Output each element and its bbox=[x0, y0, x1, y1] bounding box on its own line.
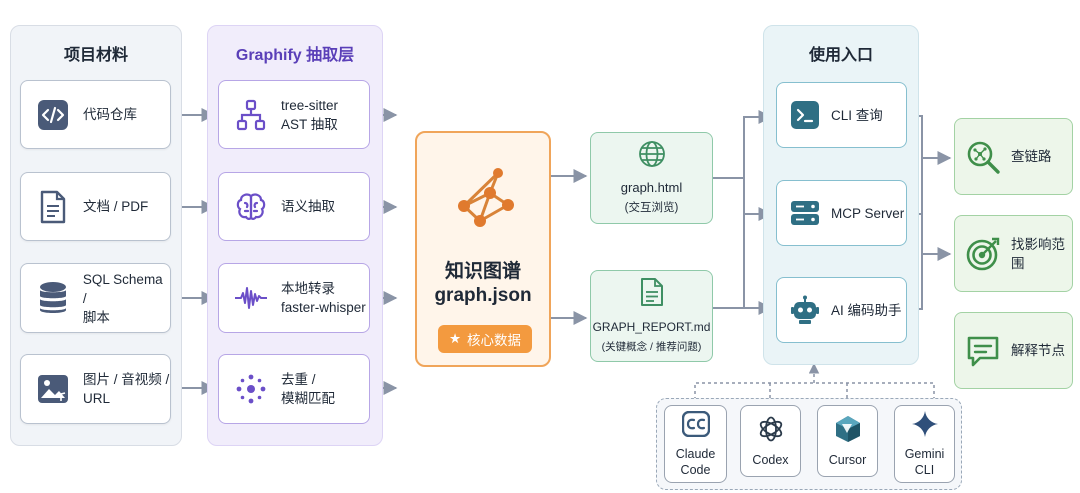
core-filename: graph.json bbox=[434, 285, 532, 306]
terminal-icon bbox=[787, 100, 823, 130]
usage-card-mcp[interactable]: MCP Server bbox=[776, 180, 907, 246]
extract-label-dedupe: 去重 / 模糊匹配 bbox=[281, 372, 335, 406]
extract-label-transcribe: 本地转录 faster-whisper bbox=[281, 281, 366, 315]
output-card-html[interactable]: graph.html (交互浏览) bbox=[590, 132, 713, 224]
extract-card-dedupe[interactable]: 去重 / 模糊匹配 bbox=[218, 354, 370, 424]
usage-card-cli[interactable]: CLI 查询 bbox=[776, 82, 907, 148]
tool-label-claude: Claude Code bbox=[675, 446, 716, 477]
code-icon bbox=[35, 99, 71, 131]
source-label-sql: SQL Schema / 脚本 bbox=[82, 271, 163, 325]
result-card-chain[interactable]: 查链路 bbox=[954, 118, 1073, 195]
server-icon bbox=[787, 198, 823, 228]
source-panel-title: 项目材料 bbox=[63, 47, 128, 64]
knowledge-graph-core[interactable]: 知识图谱 graph.json ★ 核心数据 bbox=[415, 131, 551, 367]
tool-card-codex[interactable]: Codex bbox=[740, 405, 801, 477]
usage-label-mcp: MCP Server bbox=[831, 205, 905, 221]
source-label-media: 图片 / 音视频 / URL bbox=[83, 372, 170, 406]
dashed-tool-bus bbox=[694, 382, 935, 400]
extract-label-ast: tree-sitter AST 抽取 bbox=[281, 97, 339, 132]
arrow-to-impact bbox=[921, 158, 952, 261]
tool-card-claude[interactable]: Claude Code bbox=[664, 405, 727, 483]
usage-card-ai[interactable]: AI 编码助手 bbox=[776, 277, 907, 343]
arrow-html-cli bbox=[712, 110, 773, 179]
usage-label-cli: CLI 查询 bbox=[831, 107, 883, 123]
tool-card-gemini[interactable]: Gemini CLI bbox=[894, 405, 955, 483]
result-label-impact: 找影响范围 bbox=[1011, 236, 1065, 271]
extract-card-transcribe[interactable]: 本地转录 faster-whisper bbox=[218, 263, 370, 333]
core-title: 知识图谱 bbox=[444, 261, 521, 282]
chat-icon bbox=[965, 334, 1001, 368]
core-badge: ★ 核心数据 bbox=[438, 325, 532, 353]
source-card-docs[interactable]: 文档 / PDF bbox=[20, 172, 171, 241]
waveform-icon bbox=[233, 284, 269, 312]
tree-icon bbox=[233, 99, 269, 131]
document-icon bbox=[35, 190, 71, 224]
source-card-code[interactable]: 代码仓库 bbox=[20, 80, 171, 149]
tool-label-gemini: Gemini CLI bbox=[904, 446, 945, 477]
extract-card-semantic[interactable]: 语义抽取 bbox=[218, 172, 370, 241]
globe-icon bbox=[638, 140, 666, 173]
result-label-explain: 解释节点 bbox=[1011, 343, 1065, 358]
source-label-docs: 文档 / PDF bbox=[83, 199, 149, 214]
extract-card-ast[interactable]: tree-sitter AST 抽取 bbox=[218, 80, 370, 149]
output-label-report: GRAPH_REPORT.md bbox=[592, 319, 711, 334]
star-icon: ★ bbox=[448, 331, 462, 346]
codex-icon bbox=[757, 415, 785, 448]
report-icon bbox=[640, 277, 664, 312]
tool-label-codex: Codex bbox=[752, 452, 789, 467]
source-card-media[interactable]: 图片 / 音视频 / URL bbox=[20, 354, 171, 424]
output-label-html: graph.html bbox=[620, 179, 683, 195]
tool-label-cursor: Cursor bbox=[828, 452, 867, 467]
result-label-chain: 查链路 bbox=[1011, 149, 1052, 164]
target-icon bbox=[965, 236, 1001, 272]
image-icon bbox=[35, 373, 71, 405]
claude-code-icon bbox=[681, 410, 710, 442]
brain-icon bbox=[233, 192, 269, 222]
result-card-impact[interactable]: 找影响范围 bbox=[954, 215, 1073, 292]
extract-label-semantic: 语义抽取 bbox=[281, 199, 335, 214]
cursor-icon bbox=[835, 415, 861, 448]
tool-card-cursor[interactable]: Cursor bbox=[817, 405, 878, 477]
output-card-report[interactable]: GRAPH_REPORT.md (关键概念 / 推荐问题) bbox=[590, 270, 713, 362]
search-network-icon bbox=[965, 139, 1001, 175]
core-badge-label: 核心数据 bbox=[467, 333, 522, 348]
output-sub-report: (关键概念 / 推荐问题) bbox=[601, 340, 702, 353]
robot-icon bbox=[787, 295, 823, 325]
output-sub-html: (交互浏览) bbox=[624, 201, 679, 214]
source-card-sql[interactable]: SQL Schema / 脚本 bbox=[20, 263, 171, 333]
extract-panel-title: Graphify 抽取层 bbox=[235, 47, 355, 64]
usage-label-ai: AI 编码助手 bbox=[831, 302, 902, 318]
graph-network-icon bbox=[450, 163, 520, 238]
database-icon bbox=[35, 281, 71, 315]
dots-cluster-icon bbox=[233, 373, 269, 405]
usage-panel-title: 使用入口 bbox=[808, 47, 873, 64]
result-card-explain[interactable]: 解释节点 bbox=[954, 312, 1073, 389]
gemini-icon bbox=[911, 410, 938, 442]
source-label-code: 代码仓库 bbox=[83, 107, 137, 122]
